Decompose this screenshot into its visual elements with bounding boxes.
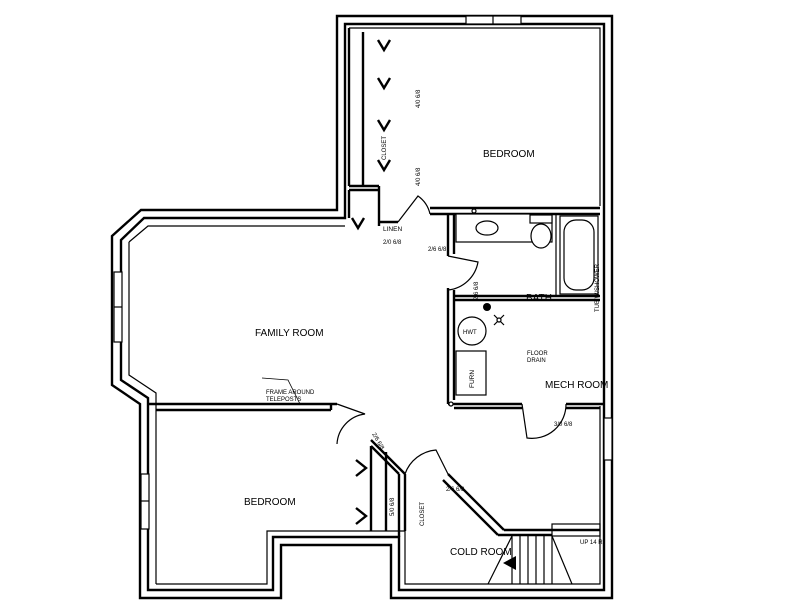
label-closet-top: CLOSET [382, 136, 388, 160]
closet-bifolds [350, 39, 392, 525]
door-label-4068-b: 4/0 6/8 [416, 167, 422, 186]
label-furn: FURN [469, 370, 476, 388]
hwt-tank [457, 316, 487, 346]
door-label-2668-d: 2/6 6/8 [446, 487, 465, 493]
stair-arrow-icon [503, 556, 516, 570]
label-bedroom-bottom: BEDROOM [244, 497, 296, 508]
room-labels: BEDROOM FAMILY ROOM BATH MECH ROOM BEDRO… [244, 149, 608, 558]
door-label-4068-a: 4/0 6/8 [416, 89, 422, 108]
door-labels: 4/0 6/8 4/0 6/8 2/0 6/8 2/6 6/8 2/6 6/8 … [370, 89, 573, 516]
toilet-tank [529, 214, 553, 224]
label-mech-room: MECH ROOM [545, 380, 608, 391]
windows [113, 15, 613, 530]
door-swings [261, 195, 567, 475]
label-tub-shower: TUB W/SHOWER [595, 263, 601, 312]
floor-drain-icon [483, 303, 491, 311]
window-right [603, 417, 613, 461]
sink [475, 220, 499, 236]
fan-icon [493, 314, 505, 326]
label-bath: BATH [526, 293, 552, 304]
label-linen: LINEN [383, 226, 402, 233]
door-label-2668-b: 2/6 6/8 [474, 281, 480, 300]
label-hwt: HWT [463, 330, 477, 336]
label-closet-bottom: CLOSET [420, 502, 426, 526]
door-label-3068-mech: 3/0 6/8 [554, 422, 573, 428]
toilet-bowl [530, 223, 552, 249]
mech-fixtures [448, 303, 505, 407]
label-family-room: FAMILY ROOM [255, 328, 324, 339]
stairs [487, 523, 601, 585]
furnace [455, 350, 487, 396]
label-cold-room: COLD ROOM [450, 547, 512, 558]
bath-fixtures [455, 208, 599, 295]
door-label-2068: 2/0 6/8 [383, 240, 402, 246]
label-bedroom-top: BEDROOM [483, 149, 535, 160]
interior-walls [148, 28, 604, 537]
door-label-5068: 5/0 6/8 [390, 497, 396, 516]
label-up-stairs: UP 14 R [580, 540, 603, 546]
door-label-2668-a: 2/6 6/8 [428, 247, 447, 253]
